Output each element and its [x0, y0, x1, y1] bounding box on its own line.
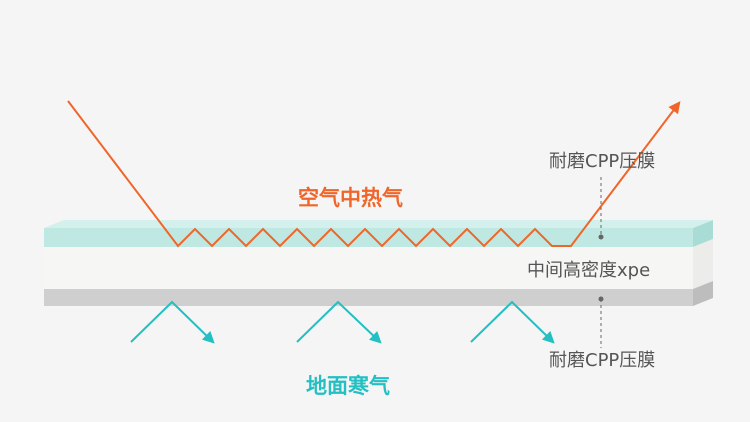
hot-air-label: 空气中热气	[298, 186, 403, 210]
middle-xpe-layer	[44, 247, 693, 289]
middle-layer-label: 中间高密度xpe	[527, 260, 651, 281]
bottom-layer-side	[693, 281, 713, 306]
hot-air-arrow	[67, 100, 681, 248]
top-layer-label: 耐磨CPP压膜	[549, 151, 656, 172]
bottom-layer-label: 耐磨CPP压膜	[549, 350, 656, 371]
cold-arrow-1	[130, 300, 215, 344]
top-cpp-layer	[44, 228, 693, 247]
cold-arrow-2	[296, 300, 382, 344]
top-layer-side	[693, 220, 713, 247]
cold-arrow-3	[470, 300, 555, 344]
leader-dot-bottom	[598, 296, 604, 302]
bottom-cpp-layer	[44, 289, 693, 306]
middle-layer-side	[693, 239, 713, 289]
top-layer-top	[44, 220, 713, 228]
leader-dot-top	[598, 234, 604, 240]
ground-cold-label: 地面寒气	[306, 374, 390, 398]
